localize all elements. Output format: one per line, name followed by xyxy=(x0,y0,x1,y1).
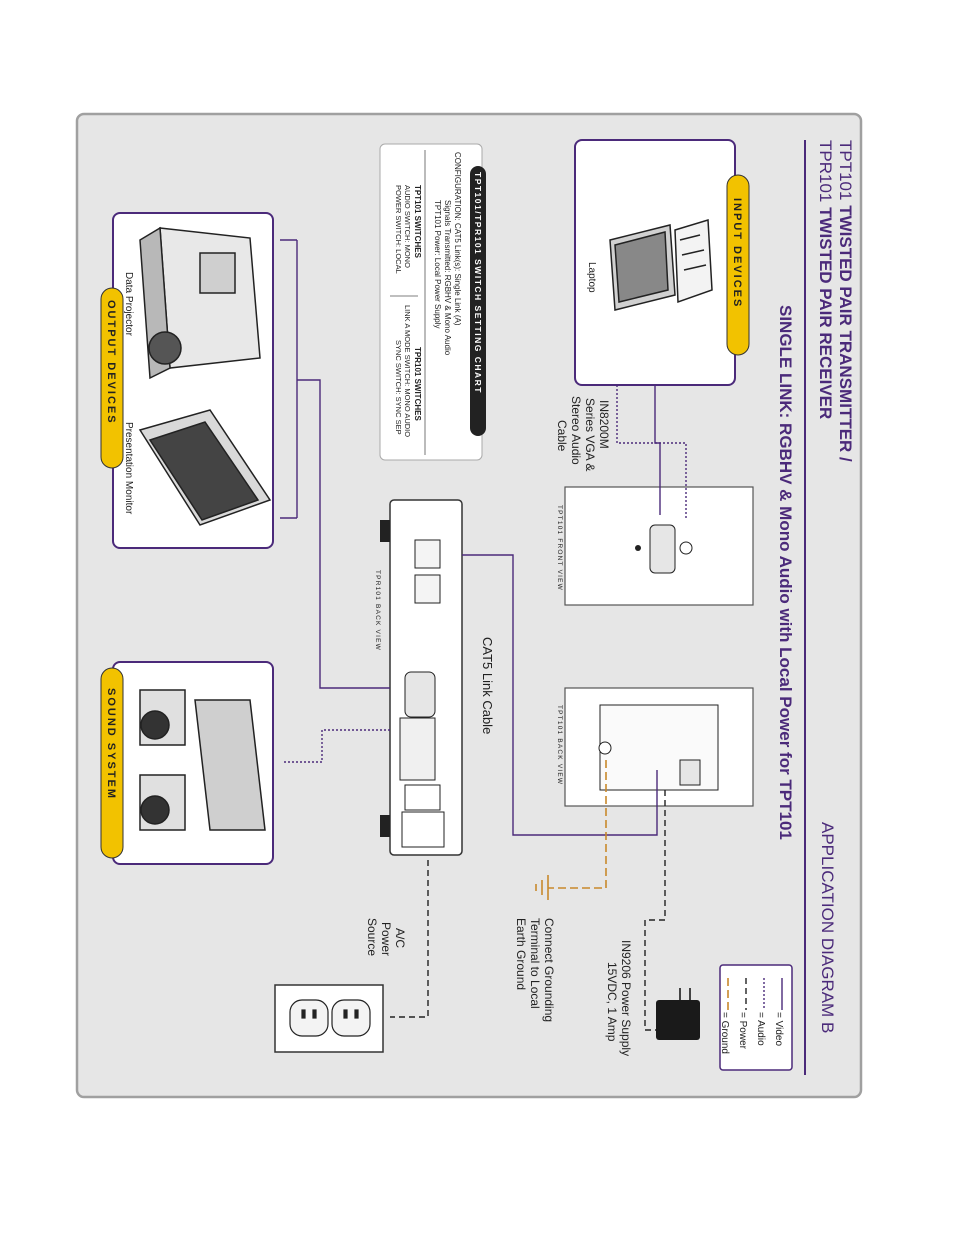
front-vga-connector xyxy=(649,524,676,574)
laptop-icon xyxy=(609,219,713,311)
input-devices-badge xyxy=(726,174,750,356)
tpt-switches-title: TPT101 SWITCHES xyxy=(413,185,422,259)
tpr-switch-1: LINK A MODE SWITCH: MONO AUDIO xyxy=(403,305,412,437)
config-line-1: CONFIGURATION: CAT5 Link(s): Single Link… xyxy=(453,152,462,326)
config-line-3: TPT101 Power: Local Power Supply xyxy=(433,200,442,329)
legend-ground-label: = Ground xyxy=(719,1012,730,1054)
tpt-switch-1: AUDIO SWITCH: MONO xyxy=(403,185,412,268)
ground-symbol xyxy=(535,875,549,900)
back-link-a-port xyxy=(679,759,701,786)
legend-power-label: = Power xyxy=(737,1012,748,1050)
cat5-cable-label: CAT5 Link Cable xyxy=(480,637,495,734)
vga-cable-line-1: IN8200M xyxy=(597,400,611,449)
front-power-led xyxy=(635,545,641,551)
receiver-rj45-ports xyxy=(414,539,441,604)
back-ground-terminal xyxy=(598,741,612,755)
ground-label-3: Earth Ground xyxy=(514,918,528,990)
switch-chart-header-bar xyxy=(470,166,486,436)
legend-box xyxy=(719,964,793,1071)
tpr-switches-title: TPR101 SWITCHES xyxy=(413,347,422,421)
ground-label-2: Terminal to Local xyxy=(528,918,542,1009)
tpr-switch-2: SYNC SWITCH: SYNC SEP xyxy=(394,340,403,435)
tpr-back-label: TPR101 BACK VIEW xyxy=(374,570,381,651)
tpt-back-label: TPT101 BACK VIEW xyxy=(556,705,563,785)
input-devices-header: INPUT DEVICES xyxy=(731,198,743,308)
audio-cables xyxy=(282,385,687,763)
laptop-label: Laptop xyxy=(586,262,597,293)
monitor-icon xyxy=(138,409,272,526)
speaker-icon xyxy=(139,689,266,831)
ground-label-1: Connect Grounding xyxy=(542,918,556,1022)
output-devices-header: OUTPUT DEVICES xyxy=(105,300,117,425)
receiver-vga-port xyxy=(404,671,436,718)
video-cables xyxy=(280,239,661,836)
config-line-2: Signals Transmitted: RGBHV & Mono Audio xyxy=(443,200,452,356)
receiver-foot-top xyxy=(380,520,390,542)
output-devices-badge xyxy=(100,287,124,469)
tpt-front-label: TPT101 FRONT VIEW xyxy=(556,505,563,591)
ac-label-1: A/C xyxy=(393,928,407,948)
power-supply-label-1: IN9206 Power Supply xyxy=(619,940,633,1056)
receiver-power-switch xyxy=(404,784,441,811)
diagram-label: APPLICATION DIAGRAM B xyxy=(818,822,837,1033)
title-line-1: TPT101 TWISTED PAIR TRANSMITTER / xyxy=(836,140,855,462)
tpt-switch-2: POWER SWITCH: LOCAL xyxy=(394,185,403,274)
outlet-receptacles xyxy=(289,999,371,1037)
power-supply-label-2: 15VDC, 1 Amp xyxy=(605,962,619,1042)
switch-chart-header: TPT101/TPR101 SWITCH SETTING CHART xyxy=(473,172,483,394)
ac-label-2: Power xyxy=(379,922,393,956)
ac-label-3: Source xyxy=(365,918,379,956)
legend-item-ground: = Ground xyxy=(719,978,730,1054)
legend-audio-label: = Audio xyxy=(755,1012,766,1046)
subtitle: SINGLE LINK: RGBHV & Mono Audio with Loc… xyxy=(776,305,795,840)
front-audio-jack xyxy=(679,541,693,555)
receiver-iec-inlet xyxy=(401,811,445,848)
sound-system-badge xyxy=(100,667,124,859)
ground-cable xyxy=(548,760,607,889)
vga-cable-line-2: Series VGA & xyxy=(583,398,597,471)
title-line-2: TPR101 TWISTED PAIR RECEIVER xyxy=(816,140,835,419)
power-cables xyxy=(390,790,666,1031)
power-supply-prongs xyxy=(679,988,691,1000)
projector-label: Data Projector xyxy=(123,272,134,337)
sound-system-header: SOUND SYSTEM xyxy=(105,688,117,800)
vga-cable-line-4: Cable xyxy=(555,420,569,452)
legend-video-label: = Video xyxy=(773,1012,784,1046)
legend-item-power: = Power xyxy=(737,978,748,1050)
legend-item-video: = Video xyxy=(773,978,784,1046)
projector-icon xyxy=(139,226,261,380)
vga-cable-line-3: Stereo Audio xyxy=(569,396,583,465)
receiver-foot-bottom xyxy=(380,815,390,837)
legend-item-audio: = Audio xyxy=(755,978,766,1046)
monitor-label: Presentation Monitor xyxy=(123,422,134,515)
power-supply-brick xyxy=(656,1000,700,1040)
receiver-audio-terminals xyxy=(399,717,436,781)
